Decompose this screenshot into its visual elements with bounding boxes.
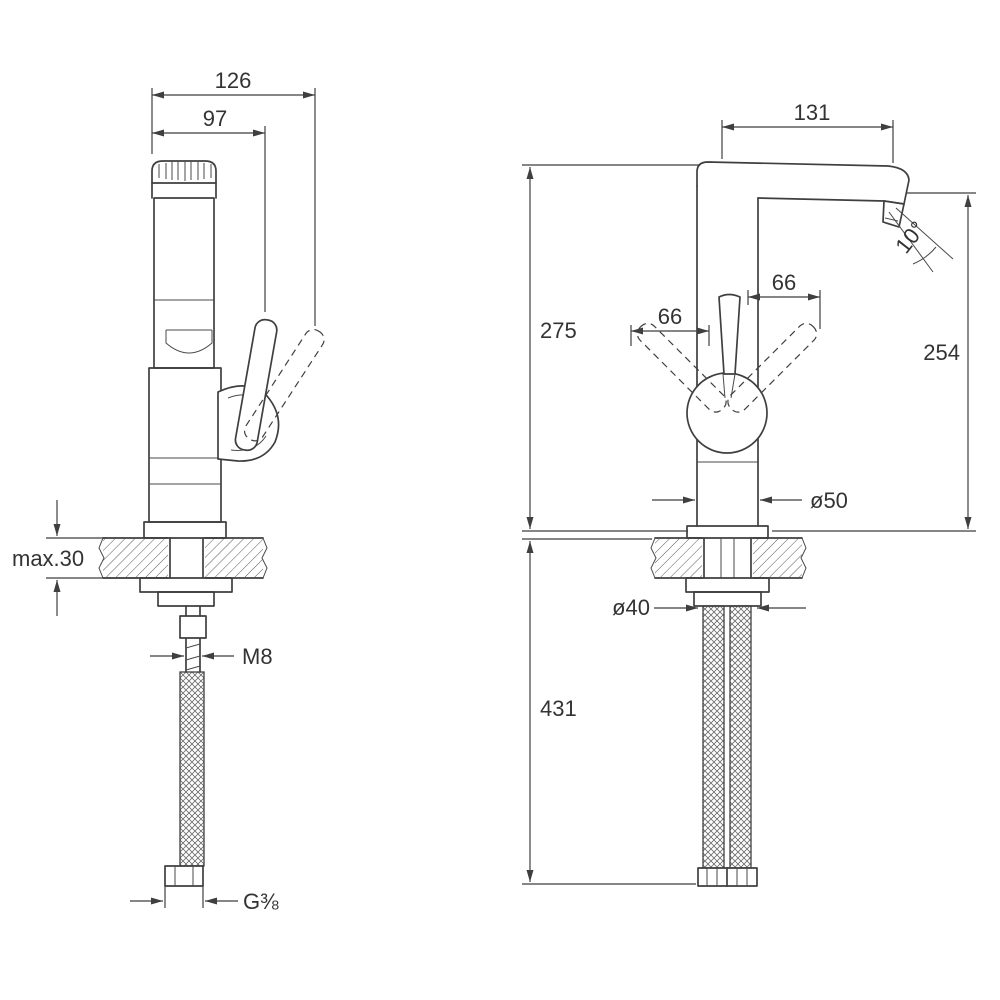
- dim-hose-length-label: 431: [540, 696, 577, 721]
- front-hose-fitting: [164, 865, 204, 887]
- dim-spout-height-label: 254: [923, 340, 960, 365]
- dim-hole-diameter: ø40: [612, 595, 806, 620]
- dim-stud-thread: M8: [150, 644, 273, 669]
- dim-body-diameter: ø50: [652, 488, 848, 513]
- front-stud-nut: [179, 615, 207, 639]
- front-handle-cap: [151, 160, 217, 199]
- side-lever-alt-right: [727, 322, 818, 413]
- front-handle-knurl: [158, 161, 212, 181]
- dim-stud-thread-label: M8: [242, 644, 273, 669]
- dim-lever-right-reach-label: 66: [772, 270, 796, 295]
- front-stud-threads: [185, 643, 201, 671]
- dim-lever-right-reach: 66: [747, 270, 821, 329]
- dim-total-height-label: 275: [540, 318, 577, 343]
- dim-overall-width-label: 126: [215, 68, 252, 93]
- dim-lever-width: 97: [152, 106, 266, 312]
- front-lever-solid: [234, 318, 278, 452]
- dim-hose-thread: G⅜: [130, 886, 279, 914]
- side-countertop: [650, 537, 807, 579]
- side-supply-pipes: [720, 538, 735, 578]
- side-hose-fitting-left: [697, 867, 729, 887]
- side-hose-fitting-right: [726, 867, 758, 887]
- dim-total-height: 275: [522, 164, 700, 532]
- front-supply-hose: [179, 671, 205, 867]
- front-lever-alt-position: [243, 328, 325, 442]
- front-countertop: [98, 537, 268, 579]
- dim-lever-width-label: 97: [203, 106, 227, 131]
- side-mounting-nut: [693, 591, 762, 607]
- dim-counter-thickness: max.30: [12, 500, 138, 616]
- side-lever-alt-left: [636, 322, 727, 413]
- dim-hose-thread-label: G⅜: [243, 889, 279, 914]
- side-shank: [703, 537, 752, 579]
- dim-lever-left-reach-label: 66: [658, 304, 682, 329]
- dim-hose-length: 431: [522, 538, 696, 885]
- front-view: 126 97 max.30 M8 G⅜: [12, 68, 325, 914]
- side-base-flange: [686, 525, 769, 539]
- side-spout-outlet: [882, 200, 905, 228]
- side-fitting-facets: [706, 868, 748, 886]
- side-view: 10° 131 66: [522, 100, 976, 887]
- side-supply-hose-left: [702, 605, 725, 869]
- dim-overall-width: 126: [151, 68, 316, 326]
- dim-spout-reach-label: 131: [794, 100, 831, 125]
- side-lever-blade: [718, 293, 741, 375]
- side-supply-hose-right: [729, 605, 752, 869]
- dim-hole-diameter-label: ø40: [612, 595, 650, 620]
- side-handle-joint: [686, 372, 768, 454]
- front-hose-fitting-facets: [174, 866, 194, 886]
- front-spout-underside: [165, 329, 213, 354]
- dim-counter-thickness-label: max.30: [12, 546, 84, 571]
- dim-spout-reach: 131: [721, 100, 894, 163]
- dim-spout-height: 254: [772, 192, 976, 532]
- front-base-flange: [143, 521, 227, 539]
- side-spout: [696, 161, 910, 205]
- side-body: [696, 185, 759, 527]
- front-shank: [169, 537, 204, 579]
- dim-lever-left-reach: 66: [630, 304, 710, 346]
- dim-body-diameter-label: ø50: [810, 488, 848, 513]
